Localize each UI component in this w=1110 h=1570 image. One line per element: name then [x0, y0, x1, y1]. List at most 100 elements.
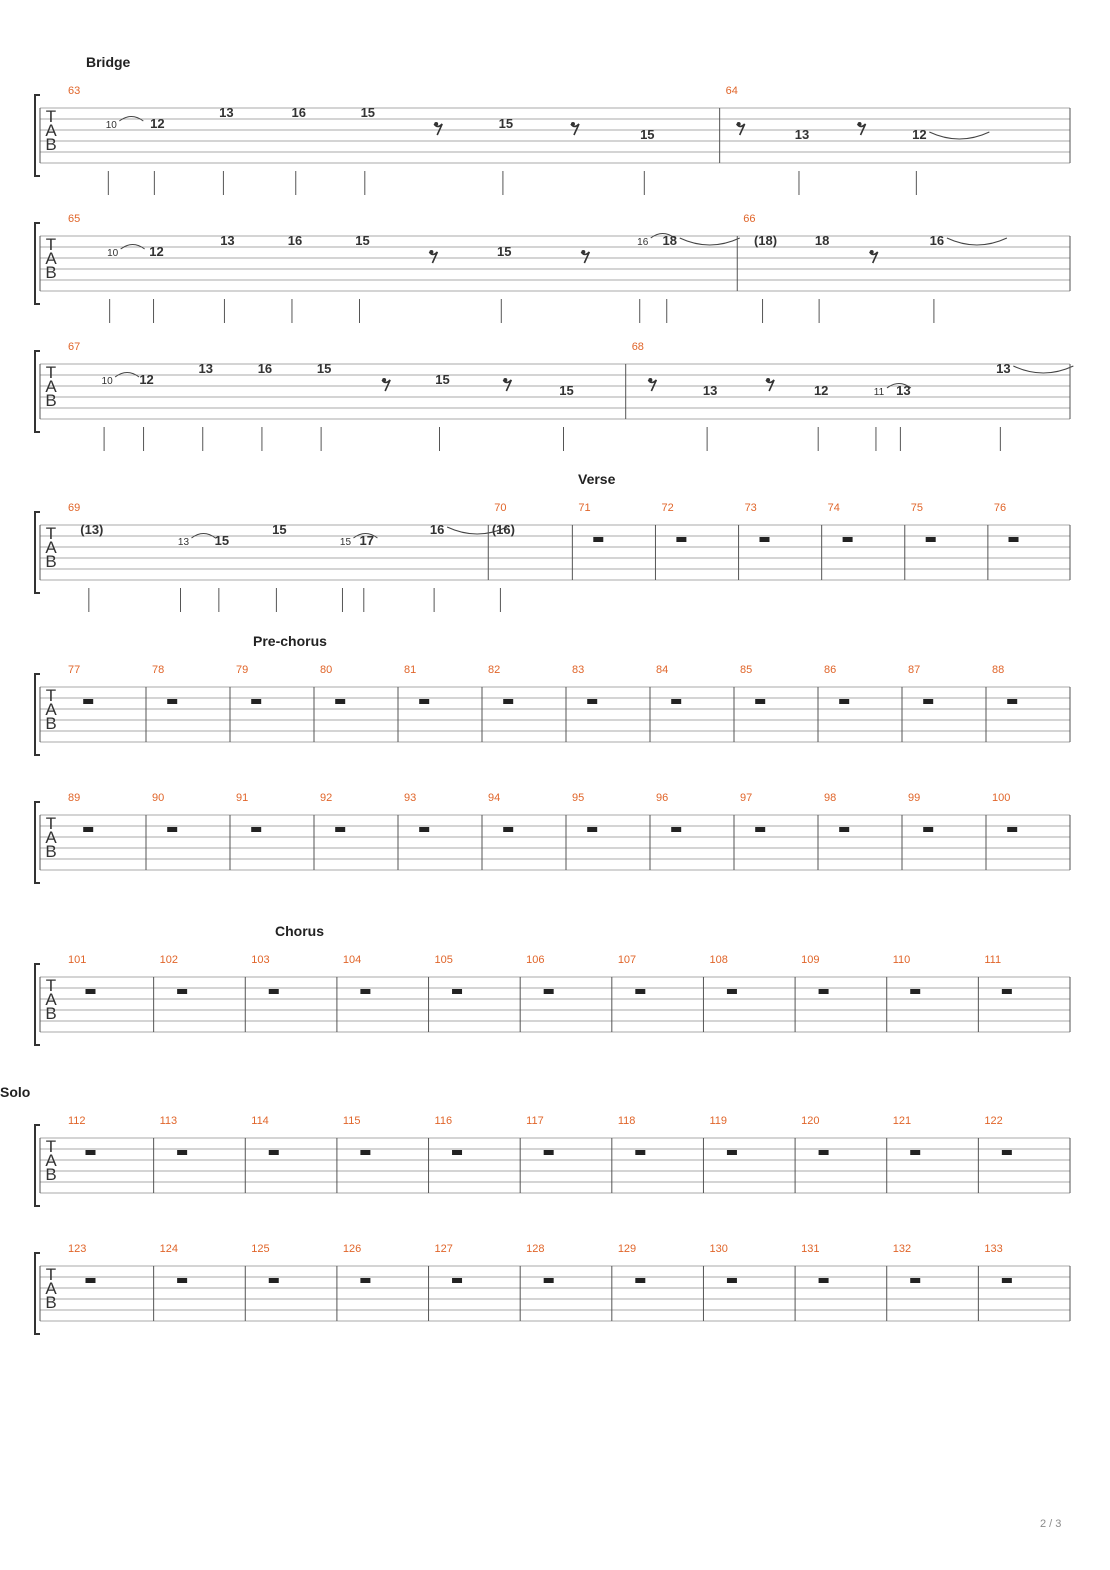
- rest-dot: [869, 250, 874, 254]
- section-label: Verse: [578, 471, 616, 487]
- fret-number: (18): [754, 233, 777, 248]
- section-label: Solo: [0, 1084, 30, 1100]
- rest-dot: [429, 250, 434, 254]
- fret-number: 13: [703, 383, 717, 398]
- whole-rest: [842, 537, 853, 542]
- fret-number: (13): [80, 522, 103, 537]
- whole-rest: [177, 1278, 188, 1283]
- measure-number: 123: [68, 1243, 86, 1255]
- tab-clef-letter: T: [46, 107, 56, 126]
- whole-rest: [167, 827, 178, 832]
- fret-number: 15: [272, 522, 286, 537]
- measure-number: 112: [68, 1115, 86, 1127]
- rest-dot: [503, 378, 508, 382]
- hammer-on-arc: [191, 533, 216, 539]
- tab-clef-letter: A: [45, 700, 57, 719]
- whole-rest: [587, 827, 598, 832]
- system-bracket: [34, 350, 40, 433]
- measure-number: 122: [984, 1115, 1002, 1127]
- measure-number: 127: [435, 1243, 453, 1255]
- measure-number: 102: [160, 954, 178, 966]
- fret-number: 12: [149, 244, 163, 259]
- measure-number: 88: [992, 664, 1004, 676]
- measure-number: 92: [320, 792, 332, 804]
- whole-rest: [759, 537, 770, 542]
- measure-number: 72: [661, 502, 673, 514]
- whole-rest: [587, 699, 598, 704]
- fret-number: 13: [219, 105, 233, 120]
- grace-fret-number: 10: [106, 120, 118, 131]
- system-bracket: [34, 222, 40, 305]
- measure-number: 113: [160, 1115, 178, 1127]
- tab-clef-letter: B: [45, 135, 56, 154]
- hammer-on-arc: [353, 533, 378, 539]
- whole-rest: [85, 989, 96, 994]
- whole-rest: [452, 1150, 463, 1155]
- fret-number: 15: [435, 372, 449, 387]
- whole-rest: [726, 1278, 737, 1283]
- fret-number: 15: [499, 116, 513, 131]
- system-bracket: [34, 511, 40, 594]
- tab-clef-letter: B: [45, 391, 56, 410]
- whole-rest: [726, 1150, 737, 1155]
- whole-rest: [85, 1150, 96, 1155]
- measure-number: 129: [618, 1243, 636, 1255]
- tab-clef-letter: B: [45, 552, 56, 571]
- measure-number: 131: [801, 1243, 819, 1255]
- whole-rest: [543, 1150, 554, 1155]
- whole-rest: [910, 989, 921, 994]
- slide-mark: [119, 116, 144, 122]
- measure-number: 81: [404, 664, 416, 676]
- rest-dot: [581, 250, 586, 254]
- tie-arc: [446, 526, 508, 535]
- fret-number: 18: [663, 233, 677, 248]
- fret-number: 15: [559, 383, 573, 398]
- whole-rest: [177, 989, 188, 994]
- rest-dot: [857, 122, 862, 126]
- tab-clef-letter: T: [46, 363, 56, 382]
- measure-number: 67: [68, 341, 80, 353]
- measure-number: 69: [68, 502, 80, 514]
- grace-fret-number: 13: [178, 537, 190, 548]
- measure-number: 120: [801, 1115, 819, 1127]
- whole-rest: [635, 989, 646, 994]
- whole-rest: [671, 699, 682, 704]
- slide-mark: [114, 372, 140, 378]
- section-label: Chorus: [275, 923, 324, 939]
- grace-fret-number: 16: [637, 237, 649, 248]
- whole-rest: [177, 1150, 188, 1155]
- fret-number: 18: [815, 233, 829, 248]
- measure-number: 121: [893, 1115, 911, 1127]
- whole-rest: [83, 699, 94, 704]
- tab-clef-letter: B: [45, 1004, 56, 1023]
- fret-number: 13: [199, 361, 213, 376]
- whole-rest: [503, 699, 514, 704]
- measure-number: 105: [435, 954, 453, 966]
- measure-number: 97: [740, 792, 752, 804]
- whole-rest: [268, 989, 279, 994]
- tab-clef-letter: B: [45, 842, 56, 861]
- grace-fret-number: 10: [107, 248, 119, 259]
- tab-clef-letter: T: [46, 1265, 56, 1284]
- whole-rest: [635, 1278, 646, 1283]
- tab-clef-letter: B: [45, 714, 56, 733]
- measure-number: 83: [572, 664, 584, 676]
- whole-rest: [360, 989, 371, 994]
- measure-number: 73: [745, 502, 757, 514]
- measure-number: 111: [984, 954, 1001, 966]
- fret-number: 12: [139, 372, 153, 387]
- tab-clef-letter: T: [46, 686, 56, 705]
- measure-number: 126: [343, 1243, 361, 1255]
- measure-number: 87: [908, 664, 920, 676]
- section-label: Pre-chorus: [253, 633, 327, 649]
- section-label: Bridge: [86, 54, 131, 70]
- whole-rest: [923, 699, 934, 704]
- system-bracket: [34, 801, 40, 884]
- tab-clef-letter: A: [45, 538, 57, 557]
- fret-number: 12: [912, 127, 926, 142]
- system-bracket: [34, 673, 40, 756]
- fret-number: 15: [361, 105, 375, 120]
- measure-number: 84: [656, 664, 668, 676]
- system-bracket: [34, 963, 40, 1046]
